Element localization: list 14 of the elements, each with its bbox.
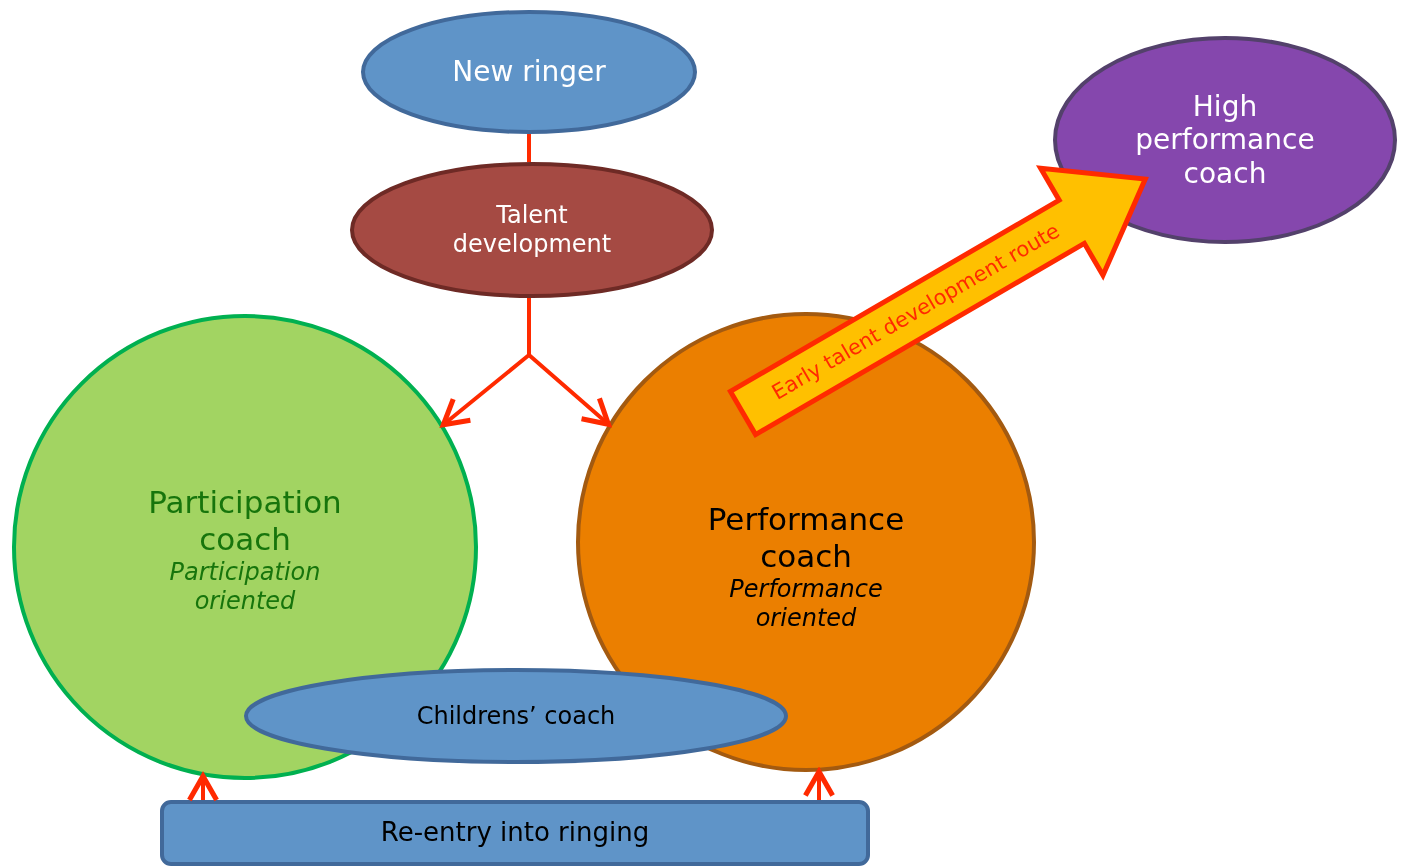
block-arrow — [727, 165, 1149, 439]
arrow — [186, 773, 220, 803]
arrow — [527, 298, 611, 427]
arrow — [802, 769, 836, 800]
subtitle-label: Participation oriented — [168, 558, 322, 616]
subtitle-label: Performance oriented — [728, 575, 884, 633]
node-label: Performance coach — [706, 501, 906, 576]
node-label: High performance coach — [1134, 89, 1316, 191]
connector-line — [527, 134, 531, 162]
node-label: Participation coach — [147, 484, 343, 559]
node-label: Re-entry into ringing — [380, 817, 650, 849]
node-label: New ringer — [452, 55, 606, 89]
node-label: Childrens’ coach — [416, 701, 616, 731]
node-label: Talent development — [451, 201, 613, 259]
